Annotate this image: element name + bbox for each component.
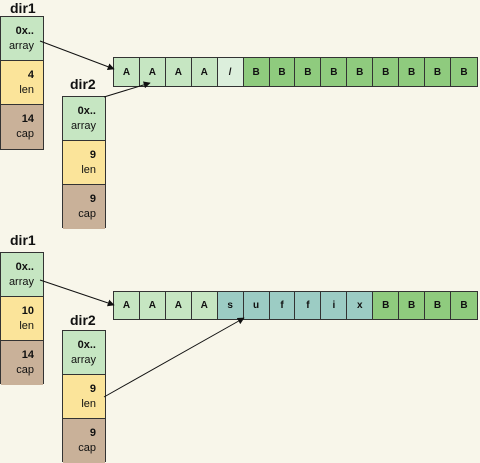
array-cell: u: [243, 292, 270, 319]
array-field: 0x.. array: [1, 17, 43, 61]
array-cell: B: [399, 292, 426, 319]
dir2-slice-header: 0x.. array 9 len 9 cap: [62, 330, 106, 463]
len-field: 4 len: [1, 61, 43, 105]
array-cell: A: [139, 58, 166, 86]
array-pointer-value: 0x..: [77, 338, 96, 351]
array-cell: B: [373, 292, 400, 319]
cap-value: 14: [21, 349, 34, 361]
dir2-array-pointer-arrow: [103, 81, 151, 98]
array-cell: f: [295, 292, 322, 319]
len-value: 4: [27, 68, 34, 81]
len-field: 9 len: [63, 141, 105, 185]
cap-field-label: cap: [16, 364, 34, 376]
dir2-array-pointer-arrow: [103, 317, 245, 398]
array-cell: s: [217, 292, 244, 319]
cap-field: 14 cap: [1, 341, 43, 385]
len-field-label: len: [19, 83, 34, 96]
dir1-title: dir1: [10, 232, 36, 248]
array-field-label: array: [8, 39, 34, 52]
cap-field: 9 cap: [63, 185, 105, 229]
dir1-slice-header: 0x.. array 4 len 14 cap: [0, 16, 44, 150]
array-cell: B: [373, 58, 400, 86]
len-value: 9: [89, 148, 96, 161]
cap-value: 9: [89, 427, 96, 439]
cap-field-label: cap: [16, 128, 34, 140]
dir1-slice-header: 0x.. array 10 len 14 cap: [0, 252, 44, 385]
array-pointer-value: 0x..: [77, 104, 96, 117]
array-cell: B: [399, 58, 426, 86]
array-cell: B: [243, 58, 270, 86]
array-cell: B: [425, 58, 451, 86]
array-cell: /: [217, 58, 244, 86]
array-cell: x: [347, 292, 374, 319]
array-cell: A: [165, 58, 192, 86]
len-field-label: len: [81, 163, 96, 176]
array-cell: A: [139, 292, 166, 319]
array-cell: A: [191, 58, 218, 86]
array-pointer-value: 0x..: [15, 260, 34, 273]
array-cell: B: [450, 292, 477, 319]
cap-field: 14 cap: [1, 105, 43, 149]
dir2-title: dir2: [70, 312, 96, 328]
array-cell: B: [269, 58, 296, 86]
len-field-label: len: [19, 319, 34, 332]
len-value: 9: [89, 382, 96, 395]
dir1-array-pointer-arrow: [39, 279, 115, 307]
array-cell: B: [450, 58, 477, 86]
array-field: 0x.. array: [63, 97, 105, 141]
array-pointer-value: 0x..: [15, 24, 34, 37]
array-cell: B: [425, 292, 451, 319]
array-field: 0x.. array: [1, 253, 43, 297]
array-cell: B: [295, 58, 322, 86]
array-field: 0x.. array: [63, 331, 105, 375]
len-value: 10: [21, 304, 34, 317]
array-cell: A: [114, 58, 140, 86]
dir1-array-pointer-arrow: [39, 40, 115, 71]
array-cell: f: [269, 292, 296, 319]
dir2-slice-header: 0x.. array 9 len 9 cap: [62, 96, 106, 229]
cap-field-label: cap: [78, 442, 96, 454]
cap-field: 9 cap: [63, 419, 105, 463]
len-field: 9 len: [63, 375, 105, 419]
backing-array-2: A A A A s u f f i x B B B B: [113, 291, 478, 320]
array-cell: B: [321, 58, 348, 86]
array-cell: i: [321, 292, 348, 319]
backing-array-1: A A A A / B B B B B B B B B: [113, 57, 478, 87]
dir2-title: dir2: [70, 76, 96, 92]
len-field: 10 len: [1, 297, 43, 341]
array-field-label: array: [8, 275, 34, 288]
array-field-label: array: [70, 353, 96, 366]
array-cell: A: [114, 292, 140, 319]
array-cell: A: [165, 292, 192, 319]
len-field-label: len: [81, 397, 96, 410]
array-cell: B: [347, 58, 374, 86]
dir1-title: dir1: [10, 0, 36, 16]
cap-value: 9: [89, 193, 96, 205]
array-field-label: array: [70, 119, 96, 132]
cap-value: 14: [21, 113, 34, 125]
cap-field-label: cap: [78, 208, 96, 220]
array-cell: A: [191, 292, 218, 319]
